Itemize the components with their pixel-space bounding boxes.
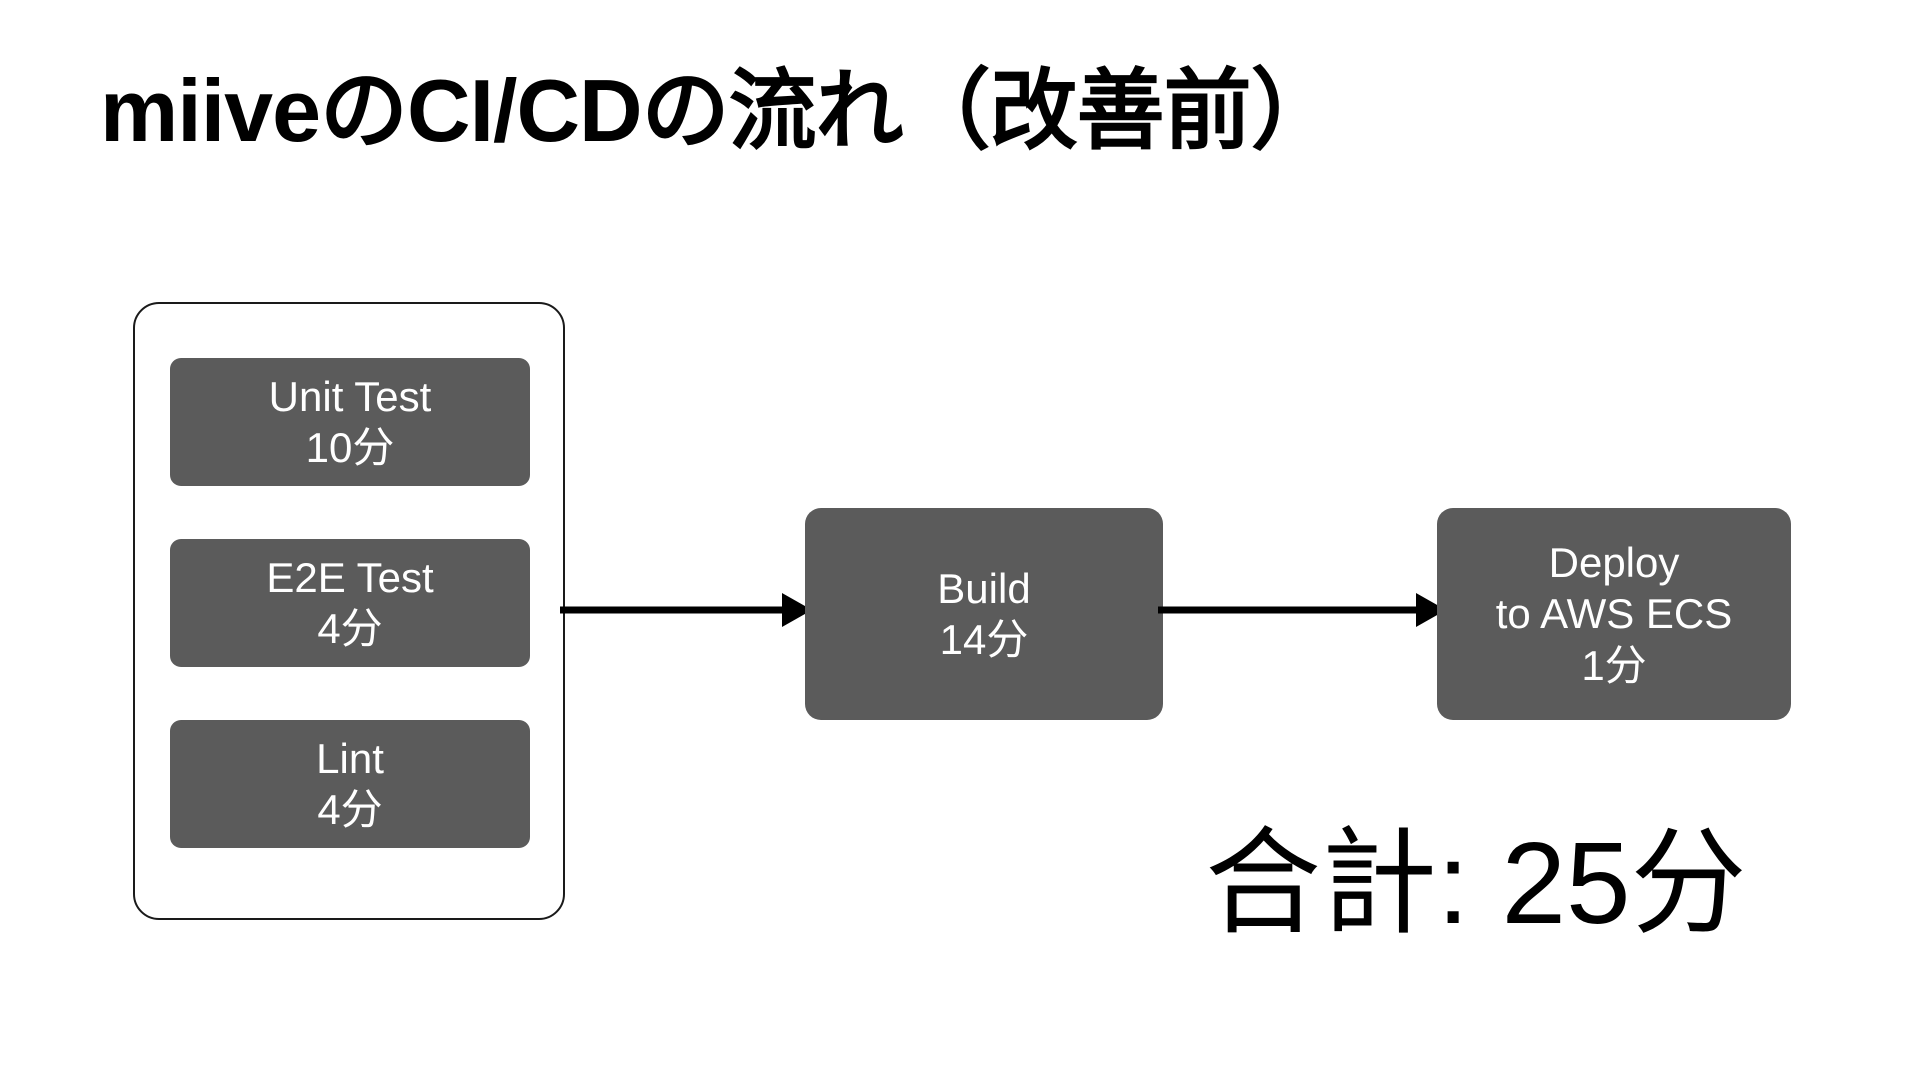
- node-deploy[interactable]: Deploy to AWS ECS 1分: [1437, 508, 1791, 720]
- node-unit-test-title: Unit Test: [268, 372, 432, 420]
- node-deploy-duration: 1分: [1581, 641, 1647, 689]
- node-e2e-test-title: E2E Test: [266, 553, 434, 601]
- arrow-group-to-build-icon: [560, 593, 812, 627]
- node-e2e-test-duration: 4分: [317, 605, 383, 652]
- total-duration-label: 合計: 25分: [1205, 818, 1747, 948]
- node-e2e-test[interactable]: E2E Test 4分: [170, 539, 530, 667]
- node-build[interactable]: Build 14分: [805, 508, 1163, 720]
- page-title: miiveのCI/CDの流れ（改善前）: [100, 61, 1339, 160]
- parallel-group-container: Unit Test 10分 E2E Test 4分 Lint 4分: [133, 302, 565, 920]
- node-unit-test-duration: 10分: [305, 424, 395, 471]
- node-build-duration: 14分: [939, 616, 1029, 663]
- node-lint-title: Lint: [316, 734, 384, 782]
- node-unit-test[interactable]: Unit Test 10分: [170, 358, 530, 486]
- node-lint-duration: 4分: [317, 786, 383, 833]
- node-lint[interactable]: Lint 4分: [170, 720, 530, 848]
- arrow-build-to-deploy-icon: [1158, 593, 1446, 627]
- node-deploy-subtitle: to AWS ECS: [1495, 590, 1733, 638]
- node-build-title: Build: [937, 564, 1031, 612]
- node-deploy-title: Deploy: [1548, 539, 1680, 587]
